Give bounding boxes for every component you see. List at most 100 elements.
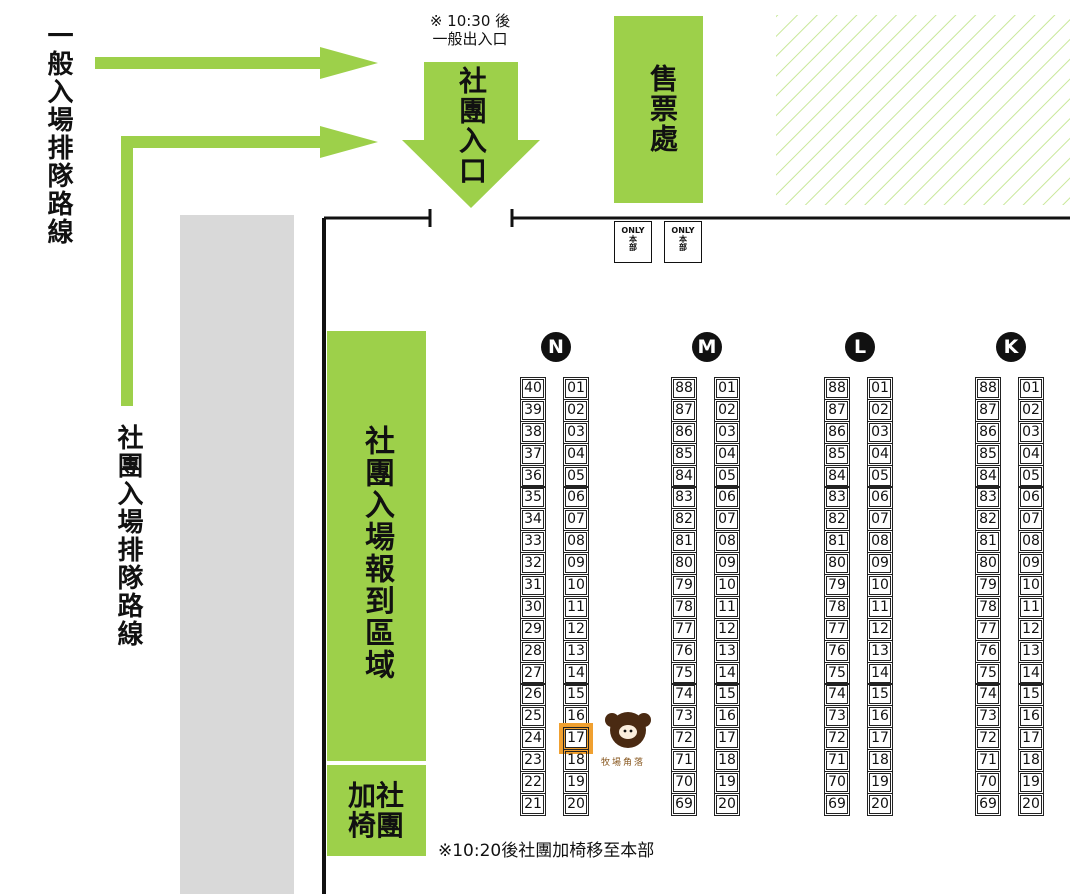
- booth-cell: 16: [713, 704, 741, 729]
- club-queue-line-vertical: [121, 136, 133, 406]
- club-entrance-label: 社團入口: [455, 66, 488, 186]
- mascot-label: 牧場角落: [601, 758, 646, 768]
- booth-cell: 77: [823, 617, 851, 642]
- booth-cell: 10: [562, 573, 590, 598]
- booth-cell: 04: [1017, 442, 1045, 467]
- booth-cell: 35: [519, 485, 547, 510]
- booth-cell: 15: [1017, 682, 1045, 707]
- booth-cell: 12: [1017, 617, 1045, 642]
- booth-cell: 19: [713, 770, 741, 795]
- general-queue-arrowhead: [320, 47, 378, 79]
- booth-cell: 76: [974, 639, 1002, 664]
- booth-cell: 13: [562, 639, 590, 664]
- booth-cell: 03: [713, 420, 741, 445]
- booth-cell: 13: [866, 639, 894, 664]
- booth-cell: 20: [866, 792, 894, 817]
- booth-cell: 74: [823, 682, 851, 707]
- booth-cell: 69: [974, 792, 1002, 817]
- club-queue-arrowhead: [320, 126, 378, 158]
- booth-cell: 07: [1017, 507, 1045, 532]
- extra-chairs-area: 加社椅團: [327, 765, 426, 856]
- booth-cell: 17: [866, 726, 894, 751]
- booth-cell: 19: [562, 770, 590, 795]
- booth-cell: 82: [670, 507, 698, 532]
- booth-cell: 12: [562, 617, 590, 642]
- booth-cell: 16: [866, 704, 894, 729]
- booth-cell: 84: [670, 464, 698, 489]
- booth-cell: 18: [562, 748, 590, 773]
- booth-cell: 17: [713, 726, 741, 751]
- booth-cell: 71: [823, 748, 851, 773]
- booth-cell: 73: [974, 704, 1002, 729]
- club-checkin-label: 社團入場報到區域: [359, 425, 394, 681]
- booth-cell: 78: [670, 595, 698, 620]
- booth-cell: 80: [823, 551, 851, 576]
- booth-cell: 70: [823, 770, 851, 795]
- booth-cell: 79: [974, 573, 1002, 598]
- booth-cell: 81: [974, 529, 1002, 554]
- booth-cell: 74: [670, 682, 698, 707]
- booth-cell: 15: [713, 682, 741, 707]
- booth-cell: 39: [519, 398, 547, 423]
- booth-cell: 06: [1017, 485, 1045, 510]
- booth-cell: 10: [1017, 573, 1045, 598]
- extra-chairs-label: 加社椅團: [347, 779, 404, 842]
- booth-cell: 82: [823, 507, 851, 532]
- booth-cell: 24: [519, 726, 547, 751]
- booth-cell: 76: [823, 639, 851, 664]
- booth-cell: 70: [974, 770, 1002, 795]
- booth-cell: 12: [713, 617, 741, 642]
- booth-cell: 02: [713, 398, 741, 423]
- booth-cell: 79: [670, 573, 698, 598]
- booth-cell: 88: [974, 376, 1002, 401]
- booth-cell: 72: [823, 726, 851, 751]
- booth-cell: 13: [713, 639, 741, 664]
- booth-cell: 31: [519, 573, 547, 598]
- booth-cell: 06: [562, 485, 590, 510]
- booth-cell: 85: [974, 442, 1002, 467]
- after-note-text: 一般出入口: [432, 30, 508, 48]
- booth-cell: 17: [1017, 726, 1045, 751]
- booth-cell: 71: [670, 748, 698, 773]
- row-m-badge: M: [692, 332, 722, 362]
- booth-cell: 88: [823, 376, 851, 401]
- booth-cell: 74: [974, 682, 1002, 707]
- booth-cell: 40: [519, 376, 547, 401]
- gray-corridor: [180, 215, 294, 894]
- booth-cell: 20: [713, 792, 741, 817]
- booth-cell: 83: [670, 485, 698, 510]
- booth-cell: 83: [823, 485, 851, 510]
- only-box-1: ONLY 本部: [614, 221, 652, 263]
- booth-cell: 02: [562, 398, 590, 423]
- booth-cell: 87: [974, 398, 1002, 423]
- booth-cell: 79: [823, 573, 851, 598]
- booth-cell: 23: [519, 748, 547, 773]
- only-box-1-sub: 本部: [628, 235, 638, 251]
- booth-cell: 32: [519, 551, 547, 576]
- booth-cell: 78: [823, 595, 851, 620]
- booth-cell: 81: [670, 529, 698, 554]
- booth-cell: 16: [562, 704, 590, 729]
- booth-cell: 11: [866, 595, 894, 620]
- only-box-2-sub: 本部: [678, 235, 688, 251]
- booth-cell: 05: [562, 464, 590, 489]
- booth-cell: 11: [713, 595, 741, 620]
- booth-cell: 13: [1017, 639, 1045, 664]
- booth-cell: 78: [974, 595, 1002, 620]
- only-box-2-label: ONLY: [671, 226, 695, 235]
- booth-cell: 09: [562, 551, 590, 576]
- ticket-booth: 售票處: [614, 16, 703, 203]
- booth-cell: 33: [519, 529, 547, 554]
- booth-cell: 14: [562, 661, 590, 686]
- booth-cell: 08: [1017, 529, 1045, 554]
- booth-cell: 01: [866, 376, 894, 401]
- booth-cell: 19: [1017, 770, 1045, 795]
- booth-cell: 07: [713, 507, 741, 532]
- booth-cell: 10: [713, 573, 741, 598]
- booth-cell: 29: [519, 617, 547, 642]
- booth-cell: 02: [866, 398, 894, 423]
- booth-cell: 37: [519, 442, 547, 467]
